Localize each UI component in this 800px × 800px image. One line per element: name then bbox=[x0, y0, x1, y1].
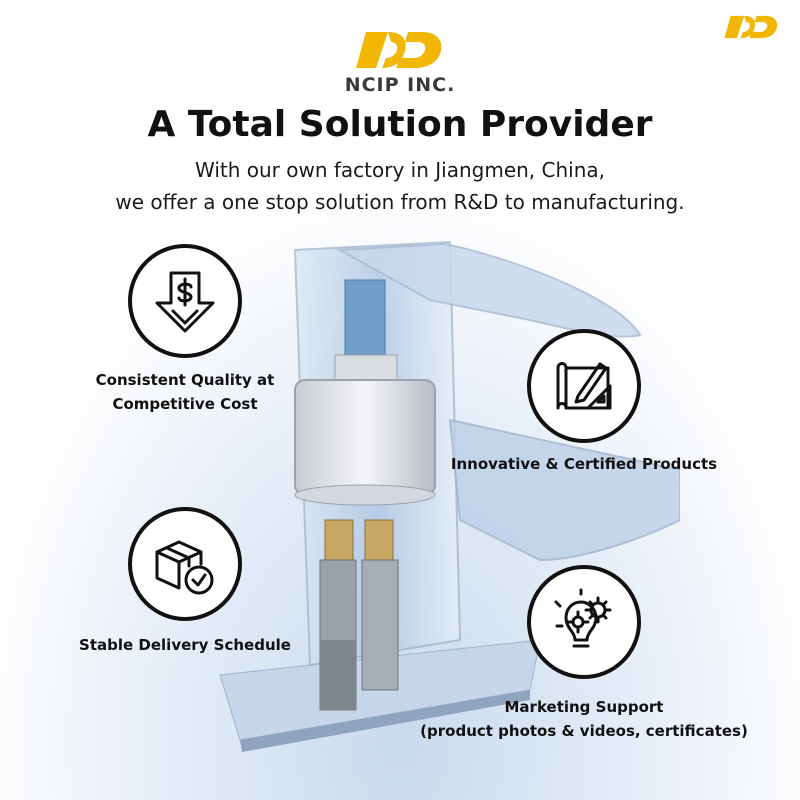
feature-label-cost-line-1: Consistent Quality at bbox=[95, 371, 275, 389]
ncip-logo-icon bbox=[356, 32, 442, 68]
subtitle-line-1: With our own factory in Jiangmen, China, bbox=[194, 158, 605, 182]
feature-icon-circle-cost bbox=[128, 244, 242, 358]
faucet-cutaway-illustration bbox=[219, 240, 680, 752]
feature-label-products-line-1: Innovative & Certified Products bbox=[450, 455, 718, 473]
feature-icon-circle-marketing bbox=[527, 565, 641, 679]
feature-label-cost: Consistent Quality at Competitive Cost bbox=[92, 368, 278, 416]
box-check-icon bbox=[155, 540, 214, 595]
feature-label-delivery: Stable Delivery Schedule bbox=[74, 633, 296, 657]
feature-label-marketing-line-2: (product photos & videos, certificates) bbox=[420, 722, 748, 740]
subtitle-line-2: we offer a one stop solution from R&D to… bbox=[115, 190, 685, 214]
feature-label-marketing: Marketing Support (product photos & vide… bbox=[400, 695, 768, 743]
feature-label-products: Innovative & Certified Products bbox=[448, 452, 720, 476]
ncip-logo-icon-corner bbox=[724, 15, 778, 39]
feature-label-delivery-line-1: Stable Delivery Schedule bbox=[79, 636, 291, 654]
page-title: A Total Solution Provider bbox=[147, 104, 653, 145]
brand-name: NCIP INC. bbox=[344, 74, 456, 96]
blueprint-pencil-icon bbox=[556, 362, 612, 410]
feature-label-marketing-line-1: Marketing Support bbox=[504, 698, 664, 716]
feature-icon-circle-products bbox=[527, 329, 641, 443]
feature-icon-circle-delivery bbox=[128, 507, 242, 621]
feature-label-cost-line-2: Competitive Cost bbox=[112, 395, 258, 413]
gears-lightbulb-icon bbox=[554, 588, 612, 648]
dollar-down-arrow-icon bbox=[155, 271, 215, 333]
